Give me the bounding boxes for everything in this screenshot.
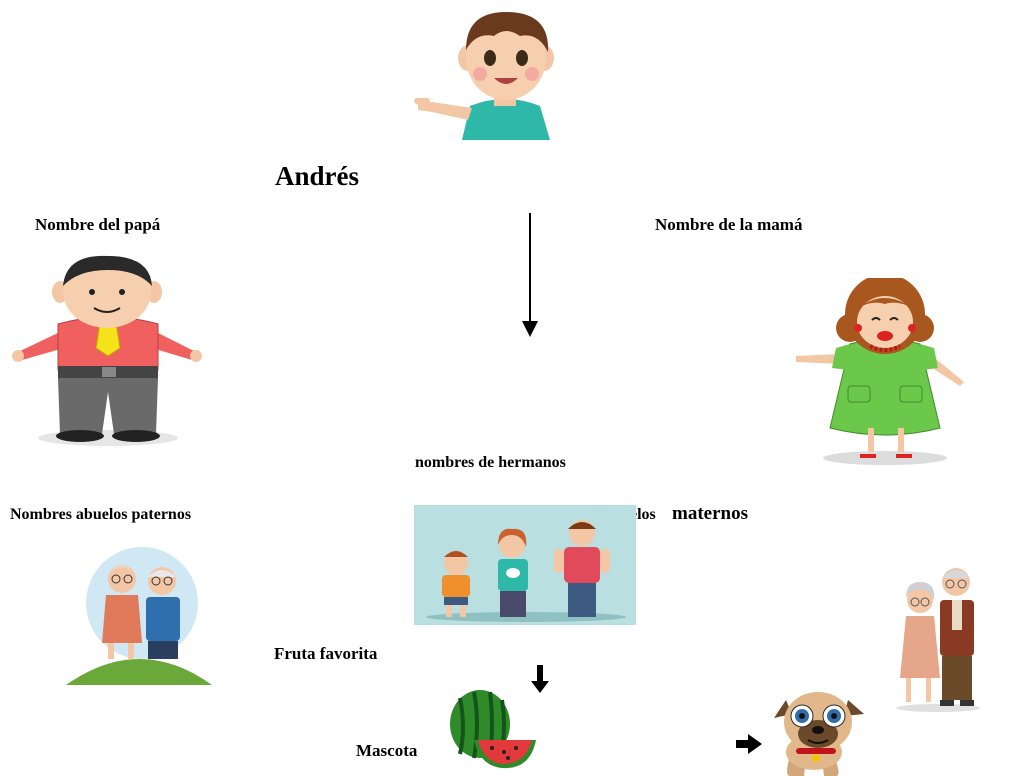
maternal-grandparents-label-partial: elos	[630, 506, 656, 523]
maternal-grandparents-label: maternos	[672, 503, 748, 524]
mom-label: Nombre de la mamá	[655, 215, 803, 234]
paternal-grandparents-illustration	[66, 545, 212, 685]
favorite-fruit-label: Fruta favorita	[274, 644, 378, 663]
mom-illustration	[790, 278, 970, 468]
arrow-right-icon	[736, 734, 762, 754]
paternal-grandparents-label: Nombres abuelos paternos	[10, 506, 192, 523]
dad-label: Nombre del papá	[35, 215, 161, 234]
short-arrow-down-icon	[531, 665, 549, 695]
siblings-label: nombres de hermanos	[415, 454, 566, 471]
watermelon-illustration	[446, 688, 538, 770]
arrow-down-icon	[520, 213, 540, 339]
pet-label: Mascota	[356, 741, 418, 760]
dad-illustration	[8, 252, 204, 452]
child-illustration	[410, 6, 600, 140]
maternal-grandparents-illustration	[892, 560, 986, 712]
child-name: Andrés	[275, 161, 360, 191]
pug-dog-illustration	[770, 686, 870, 776]
siblings-illustration	[414, 505, 636, 625]
